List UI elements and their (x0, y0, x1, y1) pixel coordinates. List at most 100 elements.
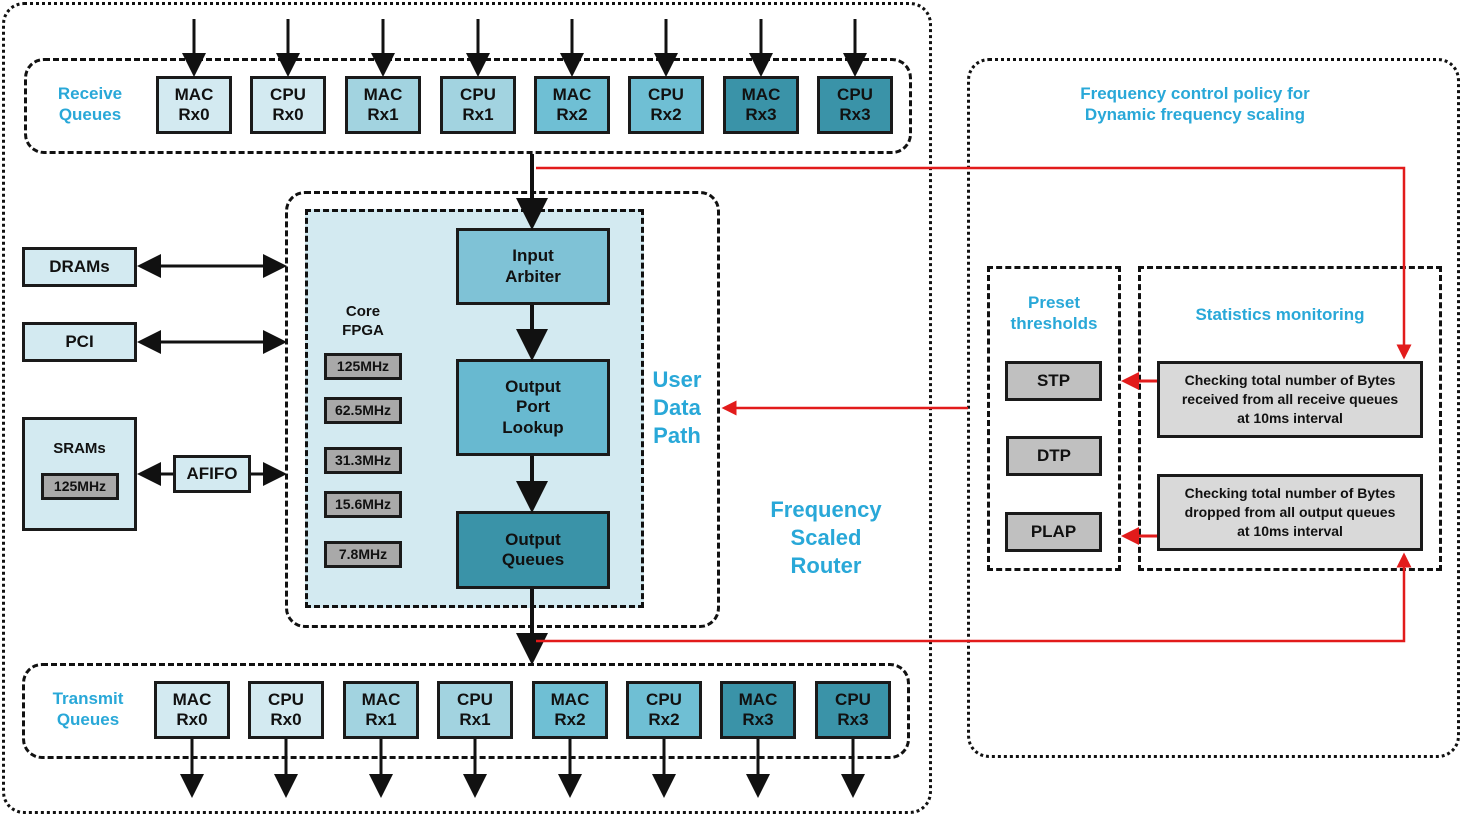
drams-label: DRAMs (49, 256, 110, 276)
core-fpga-label: Core FPGA (322, 303, 404, 341)
preset-thresholds-title-line2: thresholds (1010, 314, 1098, 334)
user-data-path-line2: Data (653, 395, 701, 421)
core-frequency-box: 125MHz (324, 353, 402, 380)
output-port-lookup-box: Output Port Lookup (456, 359, 610, 456)
core-frequency-box: 7.8MHz (324, 541, 402, 568)
receive-queues-label-line2: Queues (58, 105, 122, 125)
core-frequency-label: 15.6MHz (334, 496, 392, 513)
core-frequency-label: 7.8MHz (338, 546, 388, 563)
core-frequency-label: 62.5MHz (334, 402, 392, 419)
receive-queue-line1: CPU (270, 84, 306, 104)
transmit-queue-line1: MAC (172, 689, 212, 709)
drams-box: DRAMs (22, 247, 137, 287)
transmit-queue-line2: Rx3 (742, 710, 774, 729)
input-arbiter-line1: Input (512, 246, 554, 266)
pci-box: PCI (22, 322, 137, 362)
input-arbiter-line2: Arbiter (505, 266, 561, 286)
core-frequency-label: 31.3MHz (334, 452, 392, 469)
transmit-queues-group (22, 663, 910, 759)
receive-queue-line2: Rx2 (650, 105, 682, 124)
core-fpga-label-line2: FPGA (342, 321, 384, 339)
output-queues-line2: Queues (501, 550, 565, 569)
transmit-queue-line1: CPU (457, 689, 493, 709)
output-port-lookup-line2: Port (516, 397, 550, 417)
receive-queue-line1: CPU (837, 84, 873, 104)
core-frequency-box: 15.6MHz (324, 491, 402, 518)
stp-threshold-box: STP (1005, 361, 1102, 401)
transmit-queue-line2: Rx2 (554, 710, 586, 729)
transmit-queue-line1: CPU (268, 689, 304, 709)
receive-queue-line2: Rx3 (839, 105, 871, 124)
control-policy-boundary (967, 58, 1460, 758)
receive-queue-line1: CPU (648, 84, 684, 104)
core-frequency-box: 62.5MHz (324, 397, 402, 424)
statistics-monitoring-title: Statistics monitoring (1140, 304, 1420, 325)
receive-queue-line1: MAC (552, 84, 592, 104)
statistics-monitoring-title-text: Statistics monitoring (1195, 305, 1365, 324)
dropped-check-line2: dropped from all output queues (1184, 504, 1396, 521)
output-port-lookup-line1: Output (505, 376, 561, 396)
receive-queue-line2: Rx3 (745, 105, 777, 124)
transmit-queue-line2: Rx1 (459, 710, 491, 729)
dtp-threshold-box: DTP (1006, 436, 1102, 476)
transmit-queues-label: Transmit Queues (38, 688, 138, 731)
dropped-bytes-check-box: Checking total number of Bytes dropped f… (1157, 474, 1423, 551)
receive-queue-line1: MAC (363, 84, 403, 104)
receive-queue-line1: MAC (741, 84, 781, 104)
control-policy-title-line2: Dynamic frequency scaling (1084, 105, 1306, 125)
receive-queue-line2: Rx2 (556, 105, 588, 124)
receive-queue-line2: Rx0 (272, 105, 304, 124)
transmit-queue-line1: CPU (835, 689, 871, 709)
user-data-path-label: User Data Path (642, 366, 712, 450)
transmit-queue-line2: Rx1 (365, 710, 397, 729)
pci-label: PCI (65, 331, 94, 351)
received-bytes-check-box: Checking total number of Bytes received … (1157, 361, 1423, 438)
router-title-line1: Frequency (770, 497, 882, 522)
dtp-threshold-label: DTP (1037, 445, 1071, 465)
plap-threshold-box: PLAP (1005, 512, 1102, 552)
preset-thresholds-title: Preset thresholds (990, 292, 1118, 335)
input-arbiter-box: Input Arbiter (456, 228, 610, 305)
dropped-check-line1: Checking total number of Bytes (1184, 485, 1396, 502)
output-port-lookup-line3: Lookup (502, 417, 564, 437)
receive-queue-line1: MAC (174, 84, 214, 104)
output-queues-line1: Output (505, 529, 561, 549)
router-title: Frequency Scaled Router (746, 496, 906, 580)
srams-frequency-label: 125MHz (53, 478, 107, 495)
control-policy-title: Frequency control policy for Dynamic fre… (1030, 83, 1360, 126)
output-queues-box: Output Queues (456, 511, 610, 589)
transmit-queues-label-line2: Queues (56, 710, 120, 730)
transmit-queue-line2: Rx0 (176, 710, 208, 729)
afifo-label: AFIFO (186, 463, 238, 483)
afifo-box: AFIFO (173, 455, 251, 493)
transmit-queue-line1: CPU (646, 689, 682, 709)
dropped-check-line3: at 10ms interval (1237, 522, 1343, 539)
control-policy-title-line1: Frequency control policy for (1080, 84, 1310, 103)
router-title-line3: Router (790, 553, 862, 579)
receive-queues-label: Receive Queues (40, 83, 140, 126)
srams-frequency-box: 125MHz (41, 473, 119, 500)
plap-threshold-label: PLAP (1030, 521, 1077, 541)
user-data-path-group (285, 191, 720, 628)
transmit-queue-line2: Rx3 (837, 710, 869, 729)
received-check-line2: received from all receive queues (1181, 391, 1399, 408)
user-data-path-line1: User (652, 367, 702, 392)
core-frequency-label: 125MHz (336, 358, 390, 375)
srams-label: SRAMs (53, 440, 106, 457)
transmit-queue-line2: Rx0 (270, 710, 302, 729)
received-check-line3: at 10ms interval (1237, 409, 1343, 426)
